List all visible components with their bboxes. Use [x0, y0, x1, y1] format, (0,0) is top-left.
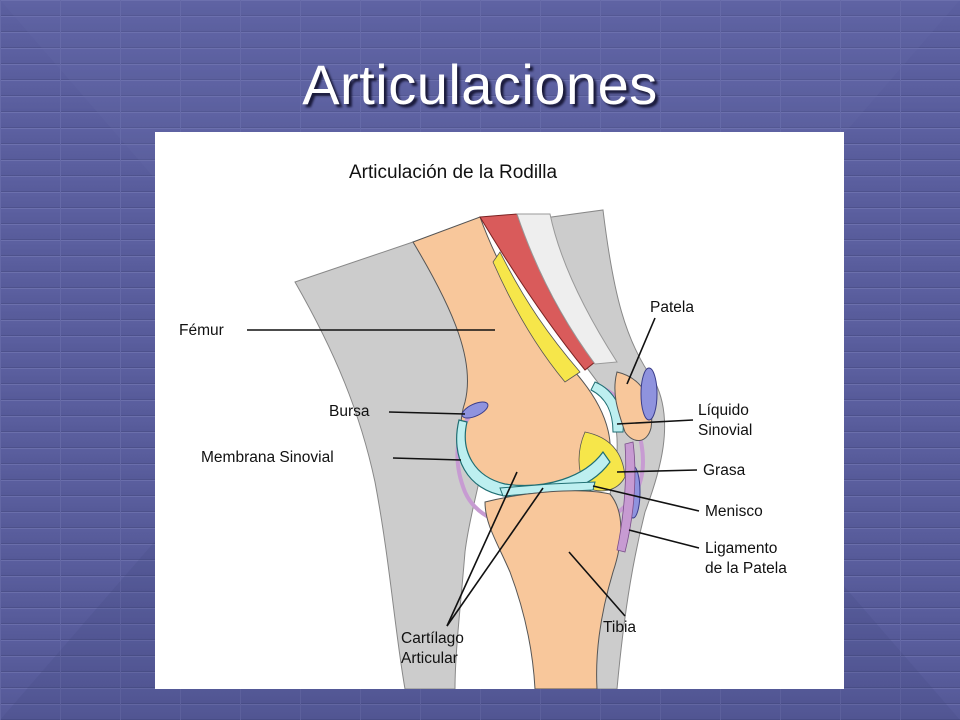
label-grasa: Grasa — [703, 462, 746, 479]
tibia-bone — [484, 490, 622, 689]
label-ligamento-2: de la Patela — [705, 560, 787, 577]
knee-diagram: Articulación de la Rodilla Fémur Bursa M… — [179, 162, 787, 689]
meniscus — [499, 481, 596, 497]
label-femur: Fémur — [179, 322, 224, 339]
label-bursa: Bursa — [329, 403, 370, 420]
leader-patela — [626, 317, 656, 385]
leader-bursa — [388, 411, 466, 415]
label-liquido-2: Sinovial — [698, 422, 752, 439]
fat-pad-upper — [492, 251, 581, 383]
label-ligamento-1: Ligamento — [705, 540, 777, 557]
cartilage-patella-face — [590, 381, 624, 433]
label-cartilago-2: Articular — [401, 650, 458, 667]
diagram-title: Articulación de la Rodilla — [349, 162, 557, 183]
label-cartilago-1: Cartílago — [401, 630, 464, 647]
label-membrana-sinovial: Membrana Sinovial — [201, 449, 334, 466]
bursa-back — [461, 401, 489, 419]
leader-liquido — [616, 419, 694, 425]
leader-ligamento — [628, 529, 700, 549]
leader-cartilago-a — [446, 471, 518, 627]
leader-tibia — [568, 551, 626, 617]
label-menisco: Menisco — [705, 503, 763, 520]
leader-menisco — [592, 485, 700, 512]
label-patela: Patela — [650, 299, 694, 316]
slide-title: Articulaciones — [302, 53, 658, 116]
leader-grasa — [616, 469, 698, 473]
knee-diagram-panel: Articulación de la Rodilla Fémur Bursa M… — [155, 132, 844, 689]
patellar-ligament — [616, 441, 636, 553]
bursa-front — [640, 367, 658, 421]
quadriceps-tendon — [516, 213, 618, 365]
articular-cartilage — [456, 419, 611, 499]
leader-cartilago-b — [446, 487, 544, 627]
label-liquido-1: Líquido — [698, 402, 749, 419]
leader-membrana-sinovial — [392, 457, 462, 461]
label-tibia: Tibia — [603, 619, 636, 636]
